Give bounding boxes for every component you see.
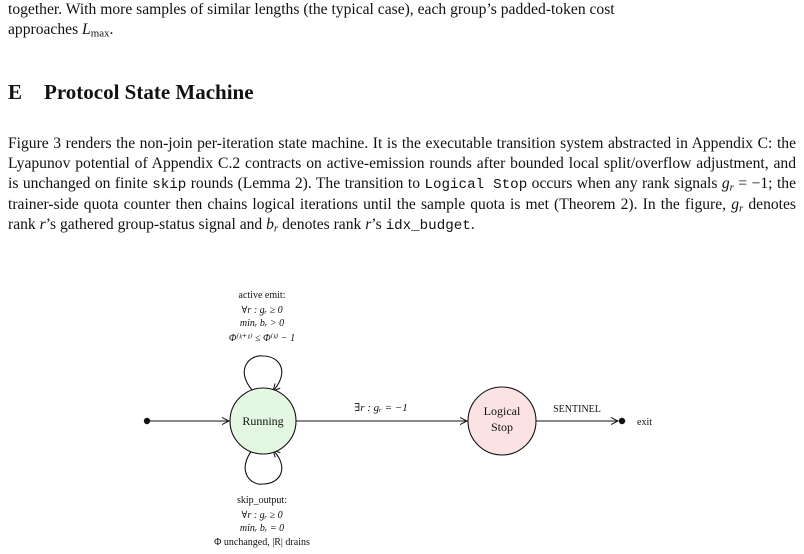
math-r-2: r: [365, 216, 372, 233]
intro-line-2-suffix: .: [109, 21, 114, 38]
bottom-label-line-1: skip_output:: [237, 495, 287, 506]
bottom-label-line-2: ∀r : gᵣ ≥ 0: [241, 510, 282, 521]
l-max-subscript: max: [90, 27, 110, 40]
bottom-label-line-3: minᵣ bᵣ = 0: [240, 523, 284, 534]
top-label-line-2: ∀r : gᵣ ≥ 0: [241, 305, 282, 316]
body-text-7: denotes rank: [278, 216, 366, 233]
code-skip: skip: [152, 177, 187, 193]
sentinel-label: SENTINEL: [553, 404, 601, 415]
intro-line-2-prefix: approaches: [8, 21, 83, 38]
intro-line-1: together. With more samples of similar l…: [8, 1, 615, 18]
math-b: b: [266, 216, 274, 233]
math-g-sub: r: [729, 181, 734, 194]
exit-label: exit: [637, 417, 652, 428]
body-text-8: ’s: [371, 216, 386, 233]
math-b-sub: r: [273, 222, 279, 235]
code-idx-budget: idx_budget: [385, 218, 471, 234]
top-self-loop-arrow: [243, 355, 283, 391]
exit-node: [618, 417, 626, 425]
intro-paragraph: together. With more samples of similar l…: [8, 0, 796, 40]
bottom-self-loop-arrow: [244, 448, 283, 485]
math-g: g: [721, 175, 730, 192]
top-label-line-1: active emit:: [239, 290, 286, 301]
code-logical-stop: Logical Stop: [424, 177, 528, 193]
body-text-2: rounds (Lemma 2). The transition to: [186, 175, 425, 192]
logical-stop-label-line-2: Stop: [491, 420, 513, 434]
top-label-line-4: Φ⁽ᵏ⁺¹⁾ ≤ Φ⁽ᵏ⁾ − 1: [229, 333, 295, 344]
l-max-symbol: L: [82, 21, 91, 38]
math-r: r: [39, 216, 46, 233]
logical-stop-label-line-1: Logical: [484, 404, 521, 418]
body-paragraph: Figure 3 renders the non-join per-iterat…: [8, 134, 796, 236]
section-number: E: [8, 80, 23, 104]
bottom-label-line-4: Φ unchanged, |R| drains: [214, 537, 310, 548]
running-state-label: Running: [242, 414, 283, 428]
section-title: Protocol State Machine: [44, 80, 254, 104]
body-text-1: Figure 3 renders the non-join per-iterat…: [8, 135, 796, 192]
body-text-5: denotes rank: [8, 196, 796, 233]
top-label-line-3: minᵣ bᵣ > 0: [240, 318, 284, 329]
body-text-4: = −1; the trainer-side quota counter the…: [8, 175, 797, 213]
section-heading: E Protocol State Machine: [8, 80, 254, 105]
body-text-9: .: [470, 216, 475, 233]
body-text-6: ’s gathered group-status signal and: [45, 216, 267, 233]
transition-label: ∃r : gᵣ = −1: [354, 402, 407, 414]
math-g-2-sub: r: [738, 202, 744, 215]
body-text-3: occurs when any rank signals: [527, 175, 722, 192]
math-g-2: g: [731, 196, 739, 213]
start-node: [143, 417, 151, 425]
